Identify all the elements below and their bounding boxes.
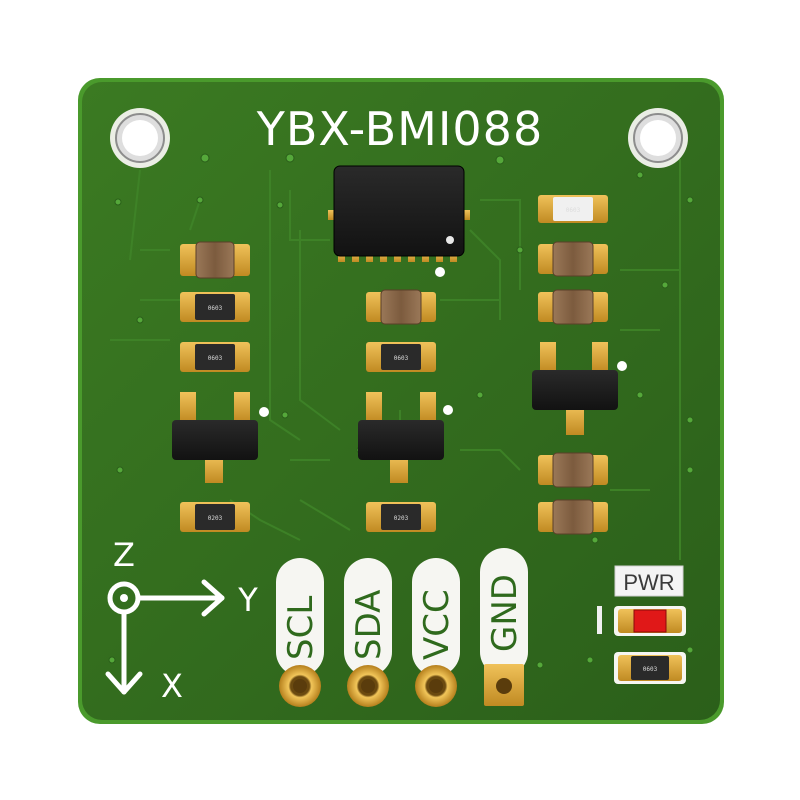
cap-right-3 [538, 452, 608, 488]
axis-y-label: Y [237, 581, 258, 619]
svg-text:0603: 0603 [394, 355, 409, 362]
mounting-hole-right [628, 108, 688, 168]
resistor-right-1: 0603 [538, 195, 608, 223]
pin-gnd: GND [480, 548, 528, 706]
axis-indicator [105, 579, 225, 695]
axis-x-label: X [161, 667, 183, 705]
transistor-middle [358, 392, 453, 483]
resistor-middle-2: 0203 [366, 502, 436, 532]
cap-right-2 [538, 289, 608, 325]
resistor-pwr: 0603 [614, 652, 686, 684]
pin-label-gnd: GND [485, 574, 525, 652]
pwr-label: PWR [623, 570, 674, 595]
cap-left-1 [180, 241, 250, 279]
pin-label-scl: SCL [281, 596, 321, 660]
cap-right-1 [538, 241, 608, 277]
svg-text:0203: 0203 [208, 515, 223, 522]
transistor-right [532, 342, 627, 435]
pwr-led [614, 606, 686, 636]
pwr-polarity-mark [597, 606, 602, 634]
pin-sda: SDA [344, 558, 392, 707]
cap-right-4 [538, 499, 608, 535]
axis-z-label: Z [113, 536, 135, 574]
svg-text:0603: 0603 [208, 305, 223, 312]
pin-vcc: VCC [412, 558, 460, 707]
pin-label-sda: SDA [349, 590, 389, 660]
mounting-hole-left [110, 108, 170, 168]
cap-middle-1 [366, 289, 436, 325]
svg-text:0603: 0603 [566, 207, 581, 214]
resistor-middle-1: 0603 [366, 342, 436, 372]
board-title: YBX-BMI088 [256, 102, 543, 156]
svg-text:0603: 0603 [643, 666, 658, 673]
resistor-left-1: 0603 [180, 292, 250, 322]
svg-text:0203: 0203 [394, 515, 409, 522]
svg-text:0603: 0603 [208, 355, 223, 362]
transistor-left [172, 392, 269, 483]
bmi088-ic [328, 165, 470, 277]
pin-scl: SCL [276, 558, 324, 707]
pwr-label-box [614, 565, 684, 597]
resistor-left-3: 0203 [180, 502, 250, 532]
pin-label-vcc: VCC [417, 589, 457, 660]
copper-traces [110, 139, 681, 560]
resistor-left-2: 0603 [180, 342, 250, 372]
